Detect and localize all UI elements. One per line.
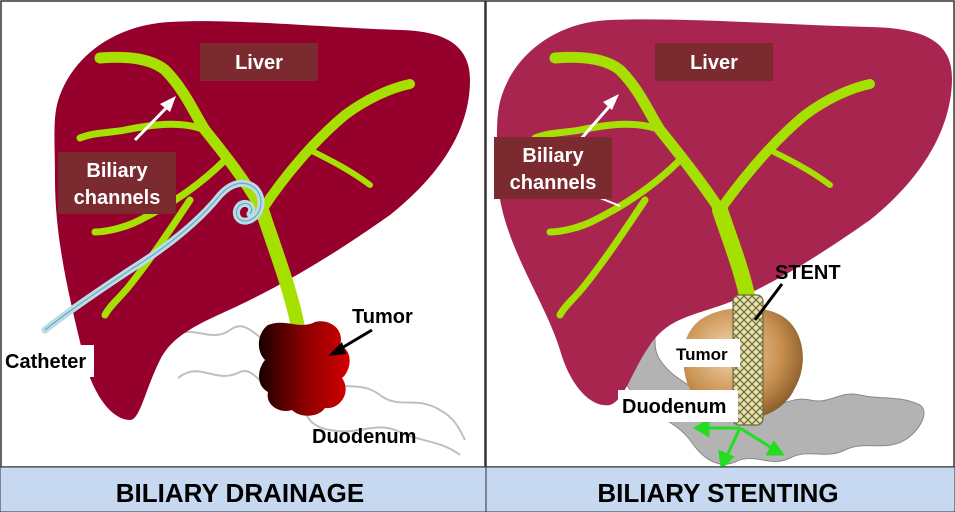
left-liver-label-box — [200, 43, 318, 81]
left-caption: BILIARY DRAINAGE — [116, 478, 364, 508]
right-liver-label: Liver — [690, 52, 738, 74]
left-tumor-label: Tumor — [352, 306, 413, 328]
left-tumor — [258, 321, 350, 416]
right-liver-label-box — [655, 43, 773, 81]
footer-bar — [0, 466, 955, 512]
right-bile-ducts — [531, 51, 875, 319]
right-channels-arrow-bottom — [599, 197, 621, 207]
right-channels-label-line2: channels — [510, 172, 597, 194]
right-duodenum-label: Duodenum — [622, 396, 726, 418]
right-channels-label-line1: Biliary — [522, 145, 584, 167]
left-liver-label: Liver — [235, 52, 283, 74]
right-flow-arrows — [693, 418, 785, 471]
left-panel: Liver Biliary channels Tumor Catheter Du… — [2, 21, 471, 456]
right-tumor-label-box — [672, 339, 740, 367]
right-tumor-label: Tumor — [676, 345, 728, 364]
left-channels-arrowhead — [160, 96, 176, 112]
right-panel: Liver Biliary channels STENT Tumor Duode… — [494, 19, 952, 471]
right-duodenum — [602, 299, 925, 465]
left-tumor-arrowhead — [328, 342, 346, 356]
left-catheter-label-box — [2, 345, 94, 377]
right-stent-arrow — [753, 283, 784, 321]
left-channels-label-line1: Biliary — [86, 160, 148, 182]
left-channels-label-box — [58, 152, 176, 214]
right-caption: BILIARY STENTING — [597, 478, 838, 508]
right-stent-label: STENT — [775, 262, 841, 284]
right-channels-label-box — [494, 137, 612, 199]
right-channels-arrowhead-top — [603, 94, 619, 110]
right-duodenum-label-box — [618, 390, 738, 422]
left-channels-label-line2: channels — [74, 187, 161, 209]
left-duodenum-label: Duodenum — [312, 426, 416, 448]
left-catheter-label: Catheter — [5, 351, 86, 373]
